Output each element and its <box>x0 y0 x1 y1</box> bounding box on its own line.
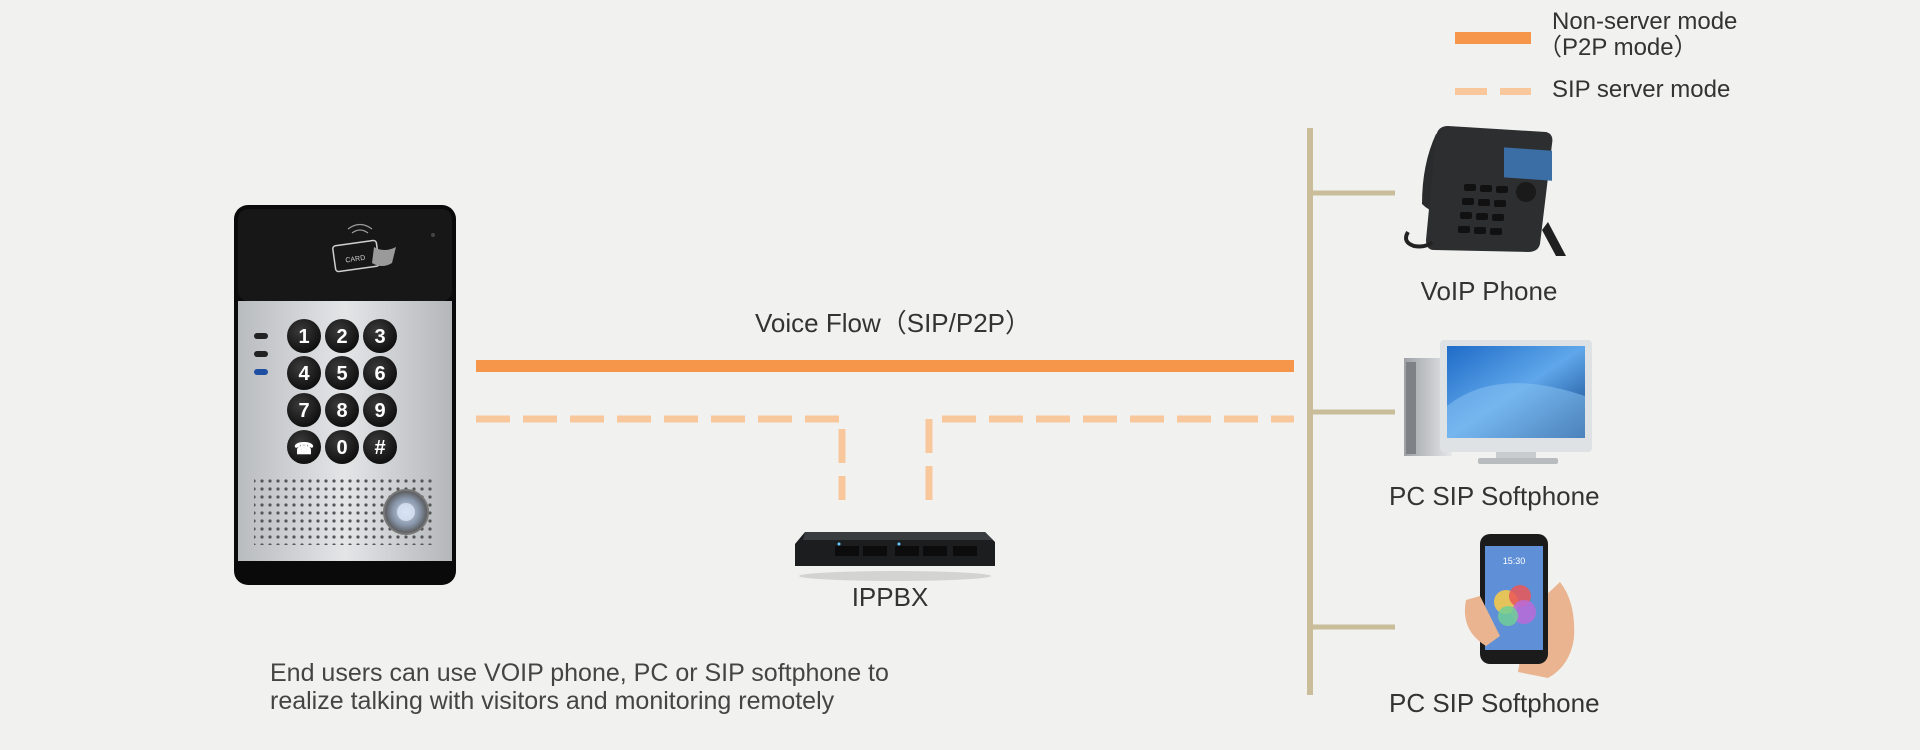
voip-phone-image <box>1404 126 1566 256</box>
svg-text:0: 0 <box>336 437 347 459</box>
description-line2: realize talking with visitors and monito… <box>270 687 835 715</box>
intercom-keypad: 1 2 3 4 5 6 7 8 9 ☎ 0 # <box>287 319 397 464</box>
voice-flow-label: Voice Flow（SIP/P2P） <box>755 308 1031 338</box>
mobile-softphone-label: PC SIP Softphone <box>1389 688 1600 718</box>
door-intercom-image: CARD 1 2 3 4 5 6 7 8 9 ☎ 0 # <box>234 205 456 585</box>
legend-sip-label: SIP server mode <box>1552 76 1731 103</box>
svg-text:4: 4 <box>298 363 310 385</box>
sip-line-intercom-to-ippbx <box>476 415 846 500</box>
ippbx-image <box>795 532 995 581</box>
legend: Non-server mode （P2P mode） SIP server mo… <box>1455 8 1785 103</box>
mobile-screen-time: 15:30 <box>1503 556 1526 566</box>
sip-line-ippbx-to-bus <box>925 415 1294 500</box>
ippbx-label: IPPBX <box>851 582 929 612</box>
pc-softphone-image <box>1404 340 1592 464</box>
svg-text:5: 5 <box>336 363 347 385</box>
legend-p2p-label-line2: （P2P mode） <box>1538 34 1698 61</box>
svg-text:2: 2 <box>336 326 347 348</box>
svg-text:7: 7 <box>298 400 309 422</box>
svg-text:☎: ☎ <box>294 441 314 458</box>
pc-softphone-label: PC SIP Softphone <box>1389 481 1600 511</box>
svg-text:8: 8 <box>336 400 347 422</box>
svg-text:#: # <box>374 437 385 459</box>
svg-text:9: 9 <box>374 400 385 422</box>
svg-text:1: 1 <box>298 326 309 348</box>
legend-dashed-swatch <box>1455 88 1531 95</box>
mobile-softphone-image: 15:30 <box>1464 534 1575 678</box>
voip-phone-label: VoIP Phone <box>1420 276 1558 306</box>
svg-text:6: 6 <box>374 363 385 385</box>
svg-text:3: 3 <box>374 326 385 348</box>
legend-solid-swatch <box>1455 32 1531 44</box>
card-text: CARD <box>345 255 366 265</box>
legend-p2p-label-line1: Non-server mode <box>1552 8 1738 35</box>
description-line1: End users can use VOIP phone, PC or SIP … <box>270 659 889 687</box>
